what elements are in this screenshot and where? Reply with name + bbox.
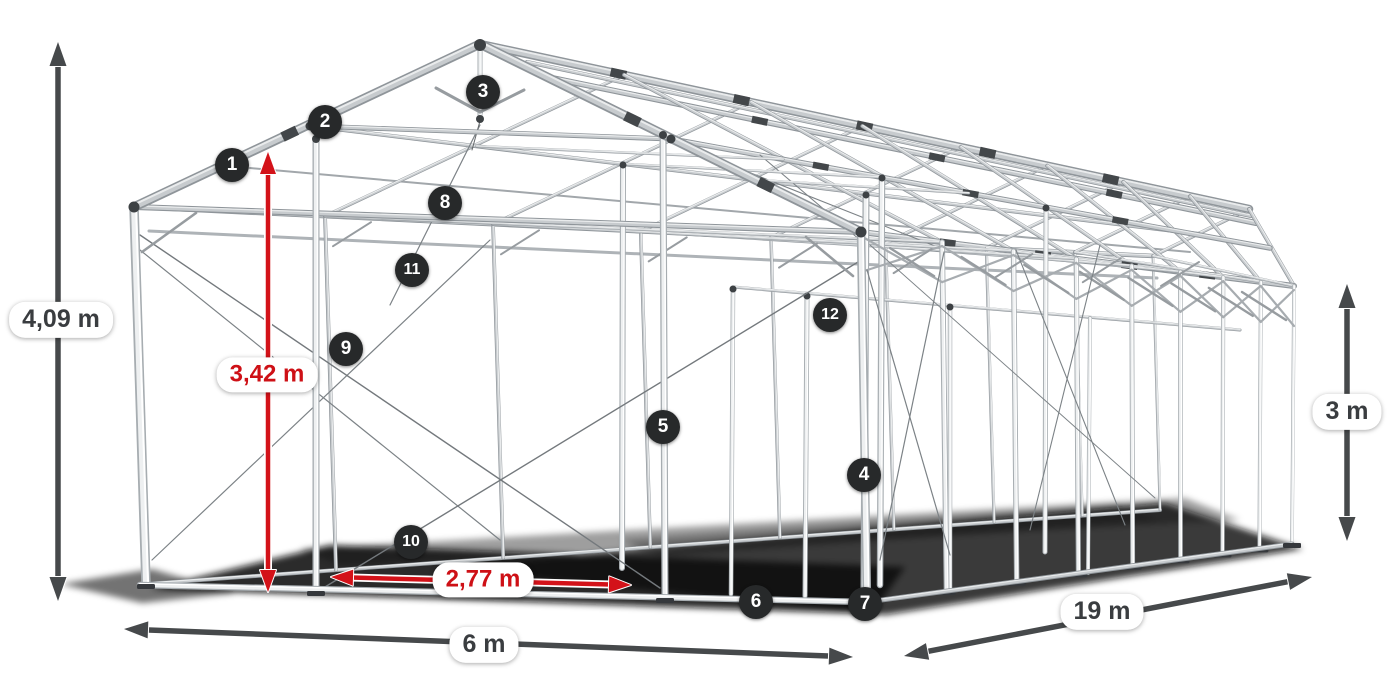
part-marker-5[interactable]: 5 xyxy=(646,410,680,444)
dimension-label-inner-height: 3,42 m xyxy=(216,357,318,393)
dimension-label-total-height: 4,09 m xyxy=(9,301,113,339)
part-marker-3[interactable]: 3 xyxy=(466,75,500,109)
part-marker-10[interactable]: 10 xyxy=(394,525,428,559)
dimension-label-length: 19 m xyxy=(1060,593,1144,631)
part-marker-4[interactable]: 4 xyxy=(847,458,881,492)
part-marker-8[interactable]: 8 xyxy=(428,186,462,220)
part-marker-9[interactable]: 9 xyxy=(329,332,363,366)
frame-tubes xyxy=(128,39,1301,607)
dimension-label-width: 6 m xyxy=(449,626,519,664)
dimension-label-side-height: 3 m xyxy=(1312,393,1382,431)
part-marker-2[interactable]: 2 xyxy=(308,105,342,139)
part-marker-6[interactable]: 6 xyxy=(739,585,773,619)
part-marker-7[interactable]: 7 xyxy=(848,587,882,621)
part-marker-12[interactable]: 12 xyxy=(813,298,847,332)
part-marker-11[interactable]: 11 xyxy=(395,253,429,287)
part-marker-1[interactable]: 1 xyxy=(215,148,249,182)
dimension-label-bay-spacing: 2,77 m xyxy=(432,562,534,598)
